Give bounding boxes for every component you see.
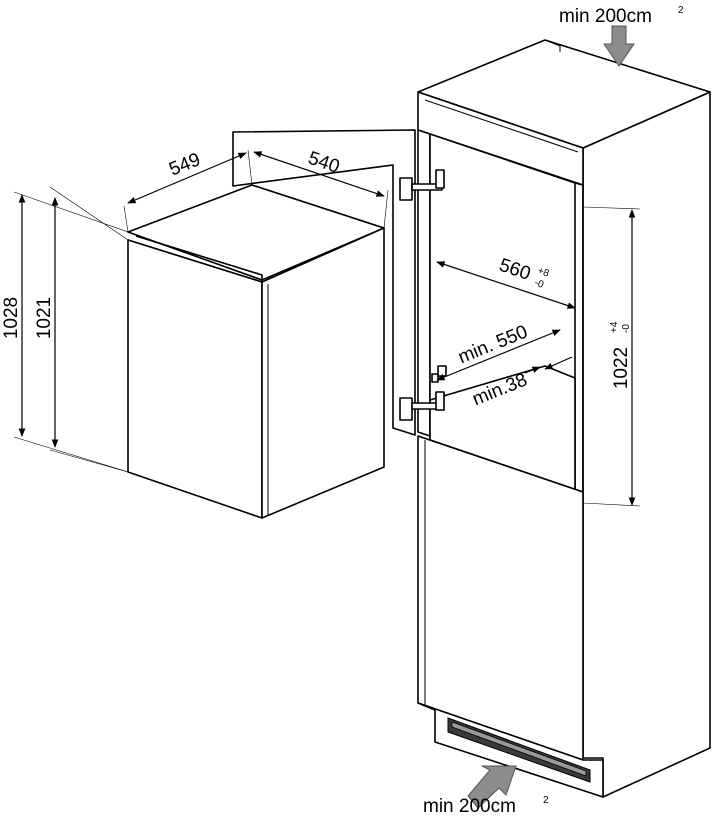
appliance bbox=[127, 129, 416, 519]
dim-560-tol-minus: -0 bbox=[533, 277, 545, 290]
dim-1028-label: 1028 bbox=[1, 297, 22, 339]
vent-bottom-label: min 200cm bbox=[423, 796, 516, 817]
appliance-front bbox=[127, 239, 263, 519]
vent-bottom-label-sup: 2 bbox=[543, 795, 549, 806]
dim-560-tol-plus: +8 bbox=[536, 265, 551, 279]
dim-1022-tol-minus: -0 bbox=[621, 324, 632, 333]
vent-bottom-arrow-icon bbox=[467, 765, 517, 809]
vent-bottom: min 200cm 2 bbox=[423, 765, 549, 817]
dim-1022: 1022 +4 -0 bbox=[582, 206, 641, 507]
vent-top-label-sup: 2 bbox=[678, 5, 684, 16]
vent-top-arrow-icon bbox=[603, 25, 635, 67]
dim-1022-label: 1022 bbox=[611, 347, 632, 389]
dim-1022-tol-plus: +4 bbox=[609, 321, 620, 333]
dim-1021: 1021 bbox=[34, 186, 129, 473]
hinge-upper bbox=[399, 169, 445, 201]
dim-1021-label: 1021 bbox=[34, 297, 55, 339]
hinge-lower bbox=[399, 391, 445, 421]
cabinet bbox=[417, 39, 711, 798]
vent-top: min 200cm 2 bbox=[559, 5, 684, 67]
dim-1028: 1028 bbox=[1, 191, 129, 473]
appliance-side bbox=[261, 227, 385, 519]
cabinet-side-panel bbox=[582, 91, 711, 798]
vent-top-label: min 200cm bbox=[559, 6, 652, 27]
dim-549-label: 549 bbox=[166, 149, 203, 180]
